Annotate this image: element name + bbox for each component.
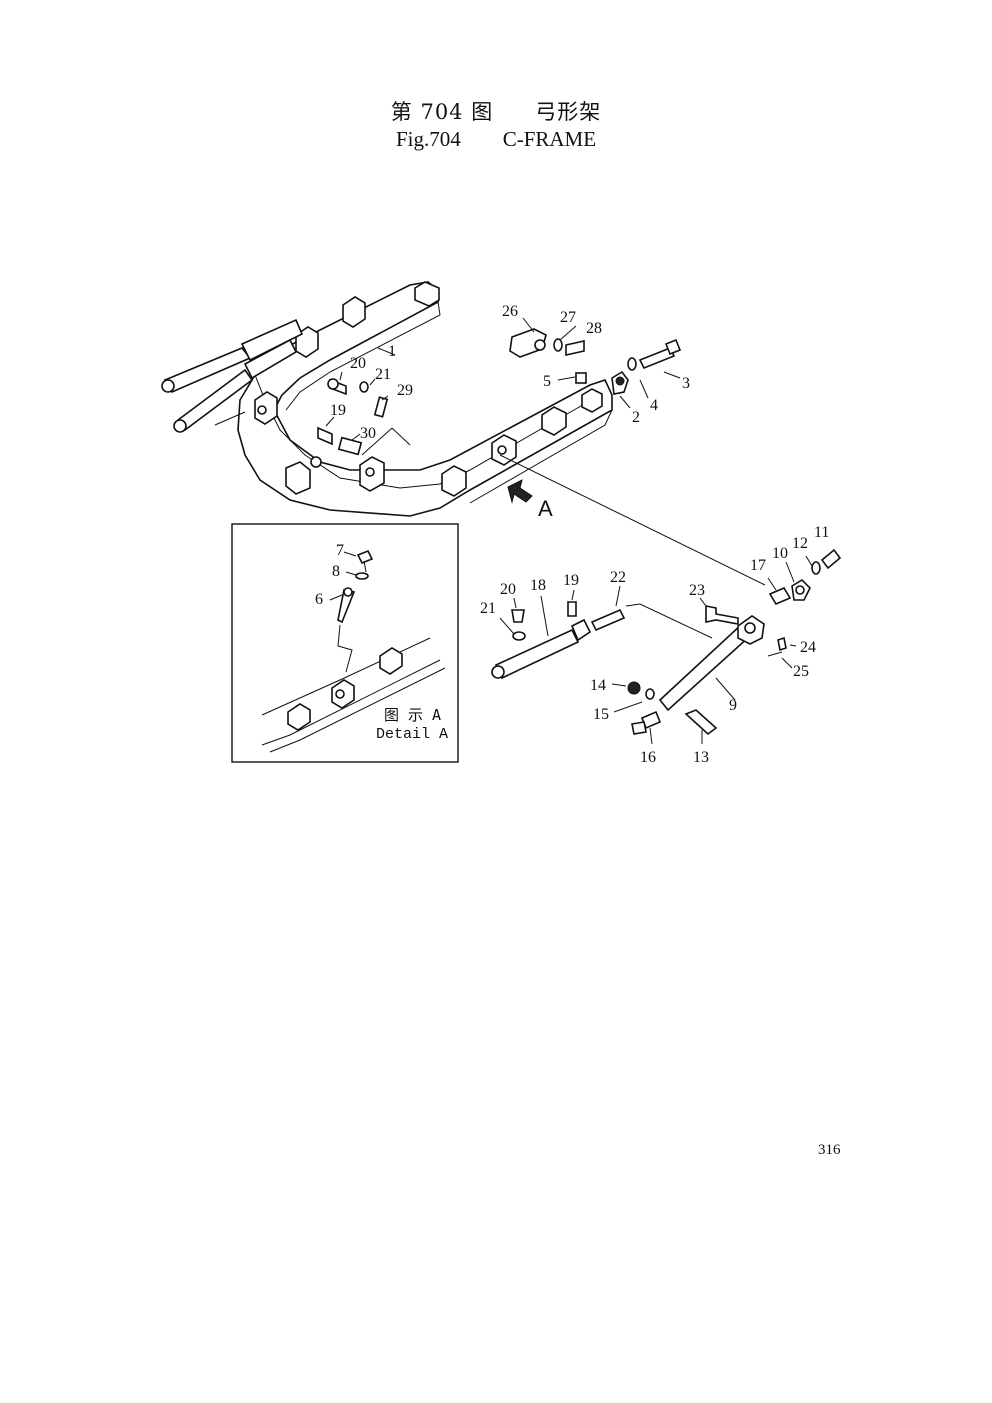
figure-title-chinese: 第 704 图 弓形架 — [0, 96, 992, 126]
callout-10: 10 — [772, 545, 788, 562]
callout-19-top: 19 — [330, 402, 346, 419]
sleeve-30 — [337, 436, 363, 456]
bolt-20-bottom — [511, 609, 525, 623]
callout-1: 1 — [388, 343, 396, 360]
washer-15 — [645, 688, 655, 700]
nut-14 — [627, 681, 641, 695]
callout-20-bottom: 20 — [500, 581, 516, 598]
upper-right-parts — [509, 328, 682, 395]
callout-26: 26 — [502, 303, 518, 320]
callout-15: 15 — [593, 706, 609, 723]
callout-24: 24 — [800, 639, 816, 656]
block-5 — [575, 372, 587, 384]
view-arrow-a: A — [499, 454, 766, 586]
callout-3: 3 — [682, 375, 690, 392]
washer-21-top — [359, 381, 369, 393]
callout-23: 23 — [689, 582, 705, 599]
callout-25: 25 — [793, 663, 809, 680]
cylinder-18 — [494, 628, 580, 680]
callout-7: 7 — [336, 542, 344, 559]
callout-21-top: 21 — [375, 366, 391, 383]
arrow-icon — [507, 479, 533, 504]
callout-22: 22 — [610, 569, 626, 586]
leader-lines — [325, 317, 813, 745]
callout-21-bottom: 21 — [480, 600, 496, 617]
callout-20-top: 20 — [350, 355, 366, 372]
callout-18: 18 — [530, 577, 546, 594]
fitting-17 — [768, 586, 792, 606]
page-number: 316 — [818, 1142, 841, 1158]
detail-label-en: Detail A — [376, 726, 448, 743]
c-frame-body — [161, 281, 613, 517]
callout-27: 27 — [560, 309, 576, 326]
callout-16: 16 — [640, 749, 656, 766]
pin-29 — [373, 396, 389, 418]
callout-9: 9 — [729, 697, 737, 714]
figure-number-cn: 第 704 图 — [390, 100, 494, 124]
figure-name-cn: 弓形架 — [535, 100, 602, 124]
callout-17: 17 — [750, 557, 766, 574]
callout-19-bottom: 19 — [563, 572, 579, 589]
callout-numbers: 1 2 3 4 5 6 7 8 9 10 11 12 13 14 15 16 1… — [315, 303, 829, 766]
leader-to-detail — [499, 454, 766, 586]
washer-27 — [553, 338, 563, 352]
callout-13: 13 — [693, 749, 709, 766]
bolt-28 — [565, 340, 585, 356]
center-small-parts — [317, 378, 411, 456]
detail-label-cn: 图 示 A — [384, 706, 441, 724]
washer-12 — [811, 561, 821, 575]
detail-a-box: 图 示 A Detail A — [231, 523, 459, 763]
callout-14: 14 — [590, 677, 606, 694]
callout-2: 2 — [632, 409, 640, 426]
cotter-25 — [767, 651, 783, 657]
bolt-13 — [684, 709, 718, 736]
bolt-22 — [590, 608, 626, 632]
pin-24 — [777, 636, 787, 652]
callout-5: 5 — [543, 373, 551, 390]
callout-28: 28 — [586, 320, 602, 337]
bolt-11 — [820, 548, 842, 570]
figure-name-en: C-FRAME — [502, 127, 597, 151]
callout-30: 30 — [360, 425, 376, 442]
bolt-7 — [356, 549, 374, 565]
washer-21-bottom — [512, 631, 526, 641]
washer-8 — [355, 572, 369, 580]
callout-6: 6 — [315, 591, 323, 608]
bolt-23 — [705, 605, 739, 625]
callout-8: 8 — [332, 563, 340, 580]
arrow-label: A — [538, 496, 553, 521]
callout-11: 11 — [814, 524, 829, 541]
callout-4: 4 — [650, 397, 658, 414]
bolt-3 — [638, 346, 676, 370]
lower-right-assembly — [491, 548, 842, 736]
fitting-19-top — [317, 426, 333, 446]
figure-title-english: Fig.704 C-FRAME — [0, 127, 992, 152]
callout-29: 29 — [397, 382, 413, 399]
callout-12: 12 — [792, 535, 808, 552]
fitting-19-bottom — [567, 601, 577, 617]
washer-4 — [627, 357, 637, 371]
figure-number-en: Fig.704 — [395, 127, 461, 151]
